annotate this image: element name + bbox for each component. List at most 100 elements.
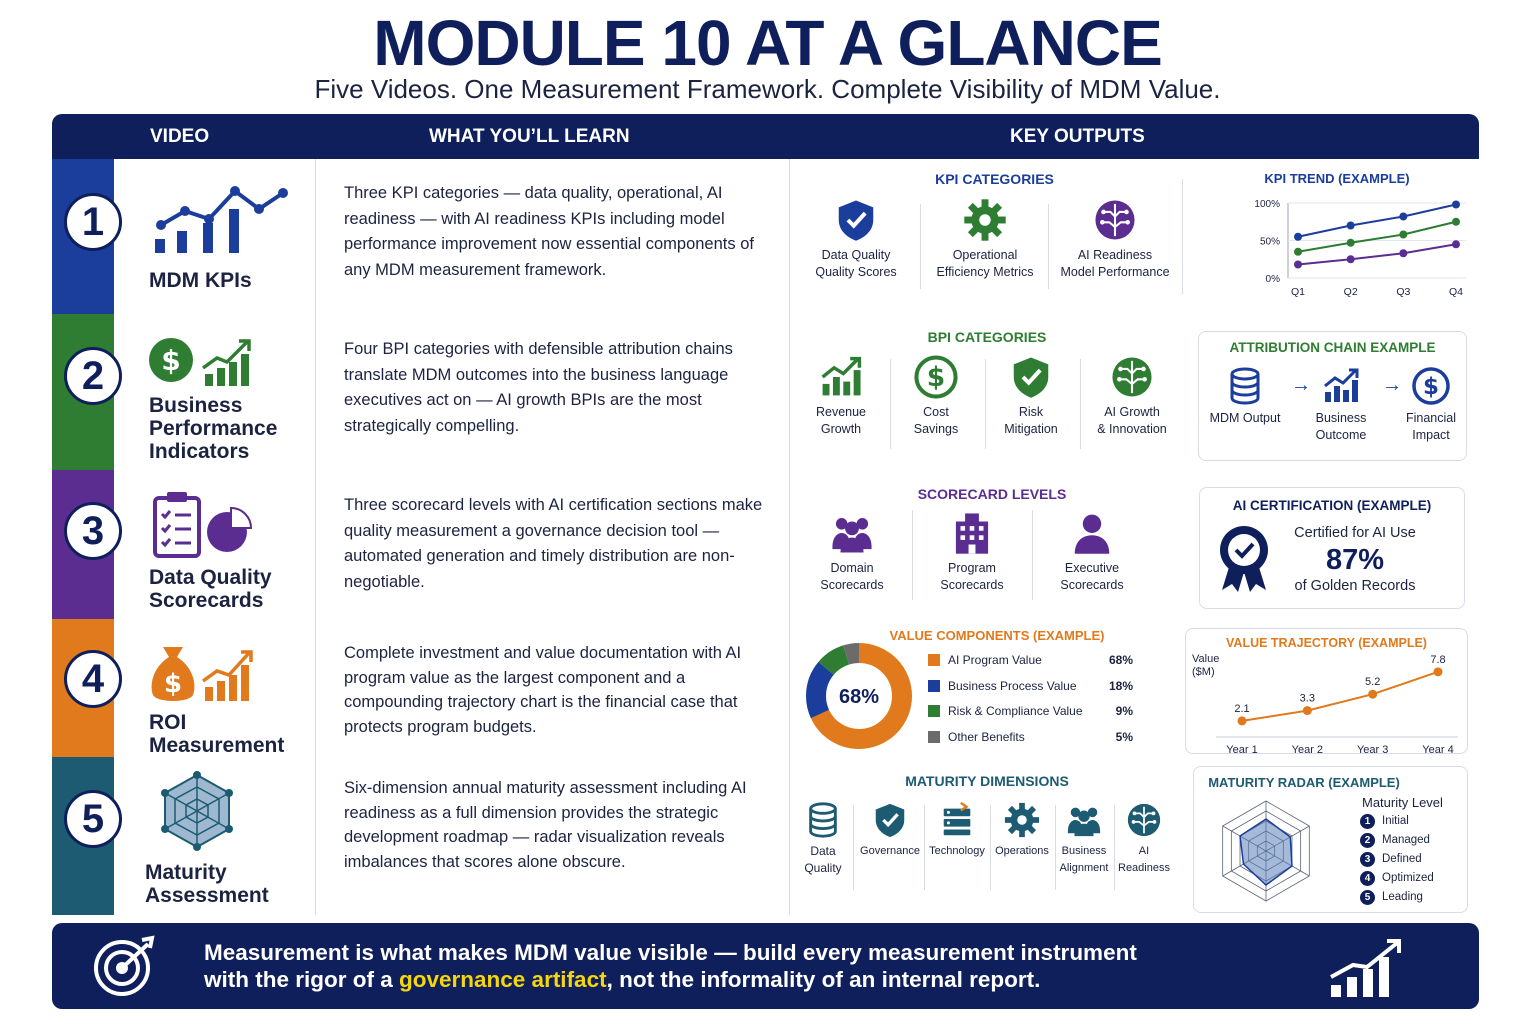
video-name: ROI Measurement: [149, 711, 285, 757]
dimension-governance: Governance: [856, 801, 924, 860]
brain-icon: [1125, 801, 1163, 839]
data-point: [1346, 255, 1355, 264]
scorecard-item-program: Program Scorecards: [924, 510, 1020, 594]
section-title: BPI CATEGORIES: [927, 329, 1047, 345]
learn-text: Three scorecard levels with AI certifica…: [344, 496, 763, 591]
kpi-trend-icon: [155, 186, 288, 253]
radar-legend-item: 1 Initial: [1360, 814, 1409, 829]
level-number-badge: 4: [1360, 871, 1375, 886]
learn-text: Three KPI categories — data quality, ope…: [344, 184, 754, 279]
donut-slice: [806, 643, 912, 749]
x-tick-label: Q1: [1291, 286, 1305, 298]
video-name: Business Performance Indicators: [149, 394, 278, 463]
x-tick-label: Year 1: [1226, 744, 1257, 756]
dimension-data-quality: Data Quality: [802, 801, 844, 877]
section-title: SCORECARD LEVELS: [917, 486, 1067, 502]
x-tick-label: Year 4: [1422, 744, 1453, 756]
value-components-donut: 68%: [806, 643, 912, 749]
level-label: Initial: [1382, 815, 1409, 827]
database-icon: [804, 801, 842, 839]
header-outputs: KEY OUTPUTS: [1010, 126, 1145, 147]
dimension-operations: Operations: [990, 801, 1054, 860]
row-data-quality-scorecards: 3 Data Quality Scorecards Three scorecar…: [52, 470, 1479, 620]
building-icon: [949, 510, 995, 556]
chart-title: VALUE COMPONENTS (EXAMPLE): [889, 628, 1105, 643]
data-point: [1452, 217, 1460, 226]
scorecard-item-domain: Domain Scorecards: [804, 510, 900, 594]
level-number-badge: 3: [1360, 852, 1375, 867]
svg-text:$: $: [161, 344, 180, 377]
chart-title: KPI TREND (EXAMPLE): [1264, 171, 1410, 186]
x-tick-label: Year 3: [1357, 744, 1388, 756]
growth-chart-icon: [1321, 366, 1361, 406]
data-point: [1399, 230, 1408, 239]
growth-chart-icon: [1330, 939, 1401, 997]
row-roi-measurement: 4 $ ROI Measurement Complete investment …: [52, 619, 1479, 758]
data-point: [1237, 716, 1247, 726]
data-label: 3.3: [1300, 693, 1315, 705]
legend-value: 18%: [1108, 678, 1133, 693]
gear-icon: [1003, 801, 1041, 839]
row-business-performance: 2 $ Business Performance Indicators Four…: [52, 314, 1479, 471]
bpi-item-ai-growth: AI Growth & Innovation: [1082, 354, 1182, 438]
data-point: [1368, 689, 1378, 699]
page-title: MODULE 10 AT A GLANCE: [373, 7, 1163, 79]
header-learn: WHAT YOU’LL LEARN: [429, 126, 630, 147]
level-label: Defined: [1382, 853, 1422, 865]
learn-text: Six-dimension annual maturity assessment…: [344, 779, 747, 871]
group-icon: [829, 510, 875, 556]
x-tick-label: Q4: [1449, 286, 1463, 298]
video-name: Maturity Assessment: [145, 861, 269, 907]
dimension-ai-readiness: AI Readiness: [1116, 801, 1172, 877]
series-line-1: [1297, 203, 1457, 238]
item-line2: Efficiency Metrics: [936, 265, 1034, 279]
donut-center-label: 68%: [839, 686, 879, 708]
data-label: 7.8: [1430, 654, 1445, 666]
scorecard-item-executive: Executive Scorecards: [1044, 510, 1140, 594]
series-line-3: [1297, 243, 1457, 266]
money-bag-growth-icon: $: [151, 647, 253, 701]
row-mdm-kpis: 1 MDM KPIs Three KPI categories — data q…: [52, 159, 1479, 315]
shield-check-icon: [871, 801, 909, 839]
maturity-radar-box: MATURITY RADAR (EXAMPLE) Maturity Level …: [1193, 766, 1468, 913]
clipboard-pie-icon: [153, 492, 253, 558]
level-label: Managed: [1382, 834, 1430, 846]
bpi-item-revenue: Revenue Growth: [802, 354, 880, 438]
target-icon: [94, 935, 155, 996]
row-number-badge: 3: [64, 502, 122, 560]
data-point: [1399, 212, 1408, 221]
radar-legend-item: 3 Defined: [1360, 852, 1422, 867]
person-icon: [1069, 510, 1115, 556]
certification-value: 87%: [1325, 544, 1385, 576]
row-number-badge: 4: [64, 650, 122, 708]
shield-check-icon: [833, 197, 879, 243]
dollar-growth-icon: $: [149, 338, 251, 386]
svg-text:$: $: [164, 669, 182, 699]
legend-swatch: [928, 705, 940, 717]
item-line2: Model Performance: [1060, 265, 1170, 279]
radar-icon: [161, 771, 233, 851]
brain-icon: [1109, 354, 1155, 400]
data-label: 2.1: [1234, 703, 1249, 715]
dimension-technology: Technology: [925, 801, 989, 860]
legend-swatch: [928, 654, 940, 666]
people-icon: [1065, 801, 1103, 839]
y-tick-label: 50%: [1260, 237, 1280, 248]
shield-check-icon: [1008, 354, 1054, 400]
video-name: MDM KPIs: [149, 269, 252, 292]
y-tick-label: 0%: [1266, 274, 1281, 285]
dollar-icon: [913, 354, 959, 400]
growth-chart-icon: [818, 354, 864, 400]
level-number-badge: 1: [1360, 814, 1375, 829]
kpi-item-data-quality: Data Quality Quality Scores: [806, 197, 906, 281]
maturity-radar-chart: [1222, 800, 1310, 902]
item-line1: Data Quality: [821, 248, 891, 262]
data-point: [1294, 260, 1302, 269]
item-line1: Operational: [952, 248, 1018, 262]
